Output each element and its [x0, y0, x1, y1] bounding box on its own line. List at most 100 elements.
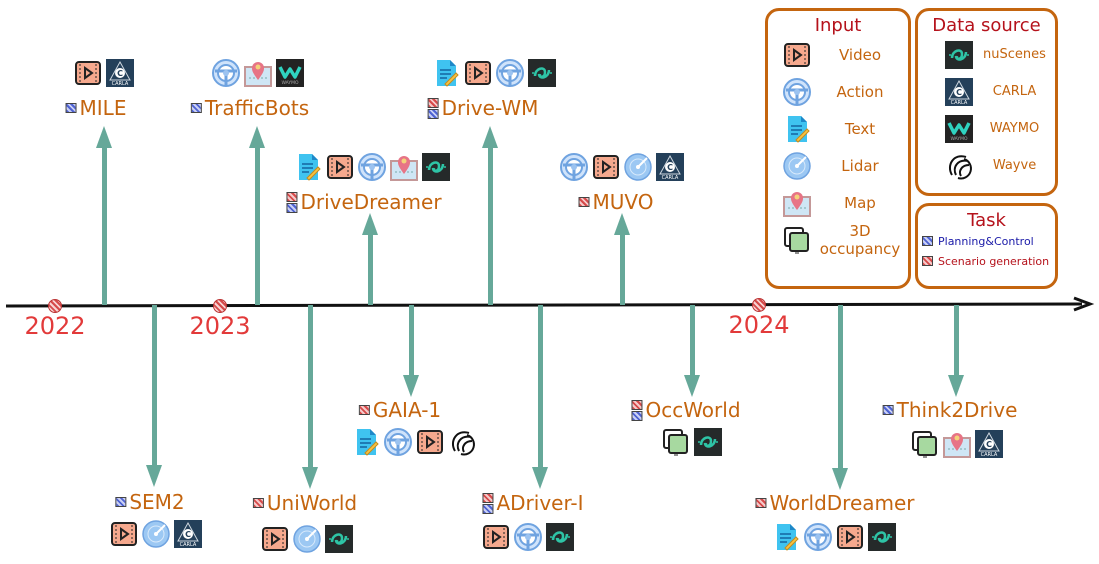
legend-label: Action — [836, 82, 884, 101]
svg-text:CARLA: CARLA — [662, 175, 679, 181]
trafficbots-arrow — [255, 144, 260, 305]
action-icon — [384, 428, 412, 456]
legend-label: 3D occupancy — [819, 221, 901, 258]
task-scenario-icon — [252, 498, 264, 508]
legend-task-title: Task — [967, 210, 1006, 231]
task-markers — [578, 197, 590, 207]
worlddreamer-arrow — [838, 305, 843, 472]
uniworld-arrow — [308, 305, 313, 471]
model-name: SEM2 — [129, 490, 185, 514]
think2drive-inputs: C CARLA — [910, 429, 1004, 459]
occworld-inputs — [661, 427, 723, 457]
task-scenario-icon — [755, 498, 767, 508]
task-markers — [286, 191, 298, 213]
lidar-icon — [624, 153, 652, 181]
carla-icon: C CARLA — [975, 430, 1003, 458]
arrow-up-icon — [362, 213, 378, 235]
task-planning-icon — [190, 103, 202, 113]
carla-icon: C CARLA — [656, 153, 684, 181]
action-icon — [804, 523, 832, 551]
model-adriver-i: ADriver-I — [482, 491, 584, 515]
arrow-up-icon — [482, 126, 498, 148]
legend-label: Planning&Control — [938, 234, 1034, 248]
year-label-2024: 2024 — [728, 311, 790, 339]
muvo-inputs: C CARLA — [559, 152, 685, 182]
model-name: GAIA-1 — [372, 398, 442, 422]
legend-label: Lidar — [841, 156, 879, 175]
map-icon — [244, 62, 272, 87]
waymo-icon: WAYMO — [276, 59, 304, 87]
arrow-down-icon — [684, 375, 700, 397]
legend-task-scenario: Scenario generation — [922, 251, 1055, 271]
year-label-2022: 2022 — [24, 312, 86, 340]
legend-input-lidar: Lidar — [768, 147, 908, 184]
lidar-icon — [783, 151, 811, 180]
task-scenario-icon — [631, 399, 643, 410]
legend-label: Scenario generation — [938, 254, 1050, 268]
model-name: MUVO — [592, 190, 654, 214]
task-markers — [882, 405, 894, 415]
text-icon — [788, 115, 810, 143]
svg-text:CARLA: CARLA — [951, 100, 968, 106]
year-label-2023: 2023 — [189, 312, 251, 340]
svg-text:C: C — [956, 88, 962, 97]
wayve-icon — [948, 154, 972, 179]
task-markers — [65, 103, 77, 113]
year-marker-2023 — [213, 299, 227, 313]
nuscenes-icon — [546, 523, 574, 551]
svg-text:CARLA: CARLA — [981, 452, 998, 458]
drive-wm-inputs — [431, 58, 557, 88]
legend-source-title: Data source — [932, 15, 1041, 36]
sem2-arrow — [152, 305, 157, 469]
legend-label: Text — [844, 119, 876, 138]
task-markers — [115, 497, 127, 507]
task-planning-icon — [286, 202, 298, 213]
arrow-down-icon — [532, 467, 548, 489]
nuscenes-icon — [325, 525, 353, 553]
video-icon — [327, 155, 353, 179]
task-scenario-icon — [427, 97, 439, 108]
video-icon — [262, 527, 288, 551]
model-muvo: MUVO — [578, 190, 654, 214]
task-planning-icon — [427, 108, 439, 119]
legend-source-wayve: Wayve — [918, 147, 1055, 184]
svg-text:WAYMO: WAYMO — [950, 136, 968, 142]
occworld-arrow — [690, 305, 695, 379]
arrow-up-icon — [96, 126, 112, 148]
think2drive-arrow — [954, 305, 959, 379]
legend-label: CARLA — [992, 84, 1037, 99]
model-gaia-1: GAIA-1 — [358, 398, 442, 422]
model-name: TrafficBots — [204, 96, 310, 120]
arrow-down-icon — [832, 468, 848, 490]
video-icon — [593, 155, 619, 179]
legend-task-planning: Planning&Control — [922, 231, 1055, 251]
model-name: MILE — [79, 96, 127, 120]
model-drive-wm: Drive-WM — [427, 96, 538, 120]
legend-label: Video — [838, 45, 882, 64]
task-planning-icon — [482, 503, 494, 514]
video-icon — [111, 522, 137, 546]
arrow-up-icon — [249, 126, 265, 148]
task-planning-icon — [115, 497, 127, 507]
action-icon — [358, 153, 386, 181]
svg-text:C: C — [667, 163, 673, 172]
action-icon — [514, 523, 542, 551]
task-markers — [631, 399, 643, 421]
map-icon — [390, 156, 418, 181]
task-markers — [252, 498, 264, 508]
year-marker-2022 — [48, 299, 62, 313]
video-icon — [465, 61, 491, 85]
worlddreamer-inputs — [771, 522, 897, 552]
legend-source-carla: C CARLA CARLA — [918, 73, 1055, 110]
drivedreamer-inputs — [293, 152, 451, 182]
svg-text:C: C — [185, 530, 191, 539]
action-icon — [783, 77, 811, 106]
nuscenes-icon — [868, 523, 896, 551]
legend-label: nuScenes — [983, 47, 1046, 62]
svg-text:C: C — [986, 440, 992, 449]
